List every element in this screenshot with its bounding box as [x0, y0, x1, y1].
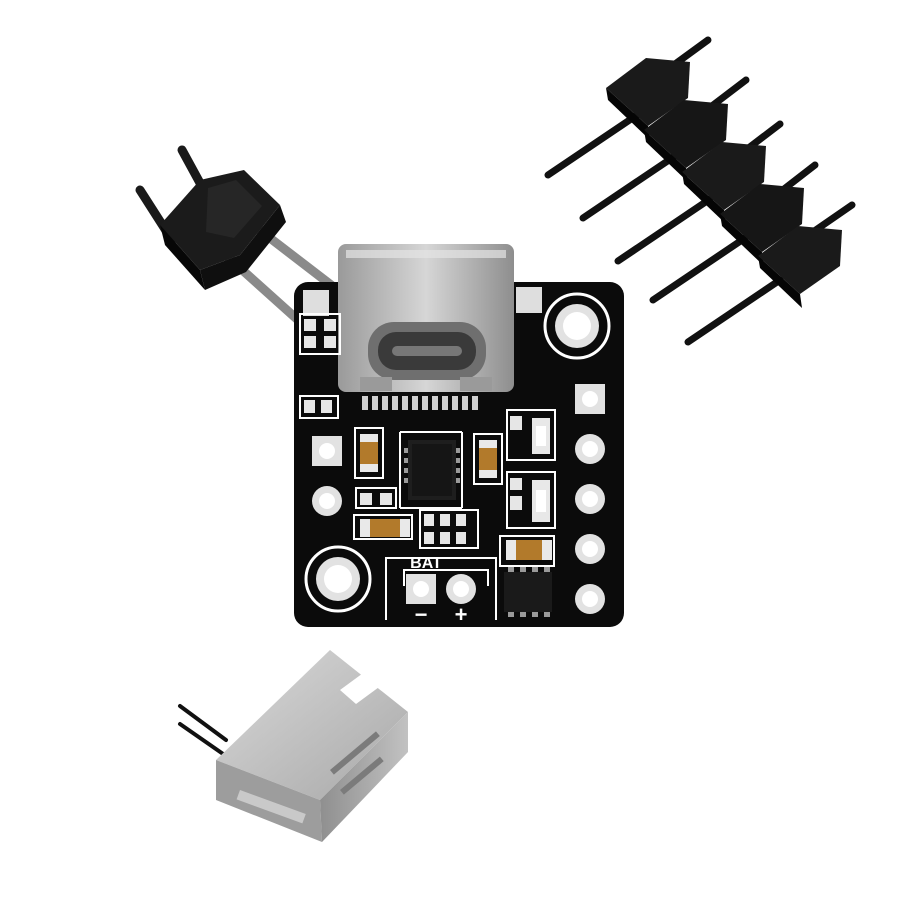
led-indicators [532, 418, 550, 522]
minus-label: − [415, 602, 428, 627]
pin-header-2-body [160, 170, 286, 290]
plus-label: + [455, 602, 468, 627]
pin-header-2 [135, 145, 353, 343]
header-pads-left [312, 436, 342, 516]
charger-ic [404, 440, 460, 500]
pin-header-5-long-pins [544, 109, 784, 346]
battery-connector [178, 650, 408, 842]
corner-pad [303, 290, 329, 316]
header-pads-right [575, 384, 605, 614]
silkscreen-outlines [299, 313, 556, 620]
mounting-hole-top-right [543, 292, 611, 360]
mounting-hole-bottom-left [304, 545, 372, 613]
pin-header-5-body [606, 58, 842, 308]
usb-c-connector [338, 244, 514, 392]
battery-pads [406, 574, 476, 604]
usb-contact-pads [362, 396, 478, 410]
pin-header-5 [544, 36, 856, 346]
pcb-module: BAT − + [294, 244, 624, 627]
smd-pads [304, 319, 522, 544]
bat-label: BAT [410, 555, 442, 572]
protection-ic [504, 567, 552, 617]
smd-components [360, 434, 552, 560]
corner-pad [516, 287, 542, 313]
